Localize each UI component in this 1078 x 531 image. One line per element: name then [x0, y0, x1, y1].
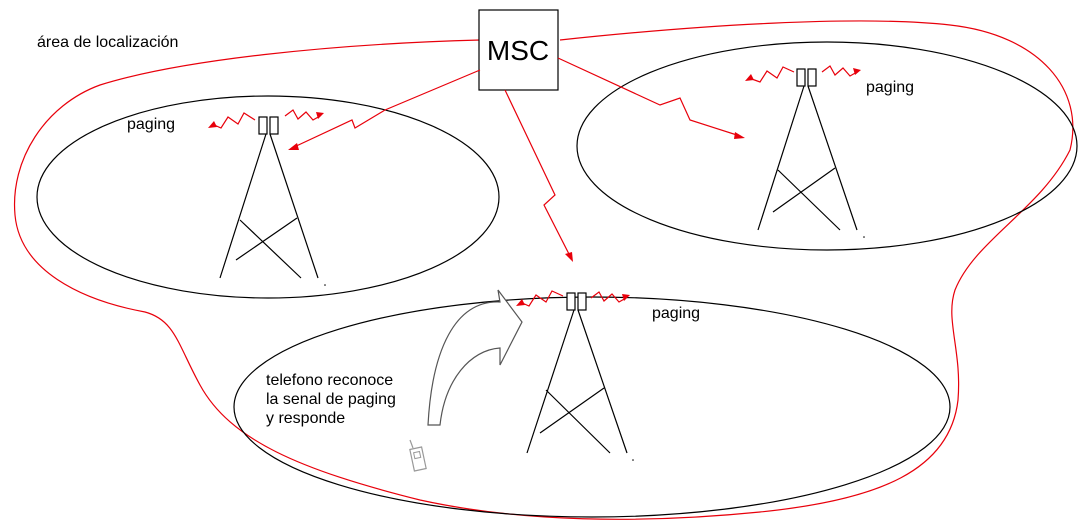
- msc-label: MSC: [487, 35, 549, 66]
- phone-icon: [409, 439, 427, 472]
- bottom-tower: [526, 292, 628, 454]
- bottom-antenna-right: [577, 292, 587, 311]
- left-antenna-right: [269, 116, 279, 135]
- left-paging-signals: [208, 109, 324, 129]
- right-paging-label: paging: [866, 79, 914, 96]
- phone-note-line-1: telefono reconoce: [266, 372, 393, 389]
- left-cell-boundary: [36, 95, 500, 299]
- response-arrow: [427, 289, 523, 426]
- right-paging-signals: [745, 65, 861, 83]
- right-antenna-right: [807, 68, 817, 87]
- right-tower: [757, 68, 858, 231]
- right-base-dot: [863, 236, 865, 238]
- area-label: área de localización: [37, 34, 178, 51]
- left-antenna-left: [258, 116, 268, 135]
- phone-note-line-3: y responde: [266, 410, 345, 427]
- right-tower-frame: [757, 85, 858, 231]
- right-cell-boundary: [576, 41, 1078, 251]
- left-tower-frame: [219, 133, 319, 279]
- location-area-boundary: [13, 20, 1074, 520]
- msc-box: [478, 9, 559, 91]
- left-paging-label: paging: [127, 116, 175, 133]
- msc-to-right-link: [557, 57, 745, 139]
- msc-to-left-link: [288, 69, 481, 150]
- bottom-base-dot: [632, 459, 634, 461]
- msc-node: MSC: [478, 9, 559, 91]
- left-base-dot: [324, 284, 326, 286]
- msc-to-bottom-link: [504, 89, 573, 262]
- bottom-paging-label: paging: [652, 305, 700, 322]
- bottom-paging-signals: [516, 290, 630, 307]
- bottom-antenna-left: [566, 292, 576, 311]
- right-antenna-left: [796, 68, 806, 87]
- phone-note-line-2: la senal de paging: [266, 391, 396, 408]
- left-tower: [219, 116, 319, 279]
- bottom-tower-frame: [526, 309, 628, 454]
